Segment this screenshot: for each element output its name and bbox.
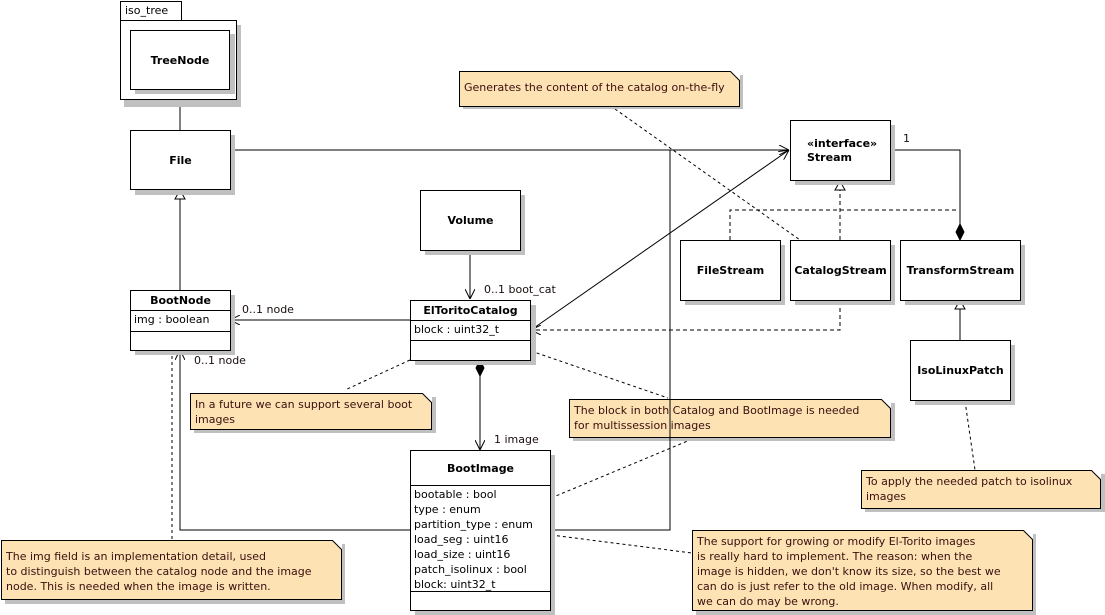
note-text: To apply the needed patch to isolinux [866,475,1073,488]
label-node-catalog: 0..1 node [242,303,294,316]
class-name: FileStream [696,264,765,277]
note-text: is really hard to implement. The reason:… [697,550,973,563]
class-attributes: block : uint32_t [411,321,530,341]
stereotype: «interface» [807,136,878,150]
assoc-catalog-stream [530,150,789,331]
class-name: TransformStream [906,264,1015,277]
note-fold-icon [881,399,891,409]
class-name: Stream [807,150,852,164]
note-text: The support for growing or modify El-Tor… [697,535,976,548]
gen-arrow-stream [834,179,846,191]
attribute: partition_type : enum [414,518,533,531]
class-bootnode[interactable]: BootNode img : boolean [130,290,231,351]
attribute: block: uint32_t [414,578,496,591]
note-text: images [195,413,235,426]
attribute: load_size : uint16 [414,548,511,561]
class-file[interactable]: File [130,130,231,190]
dep-catalogstream-catalog [531,301,841,330]
note-text: can do is just refer to the old image. W… [697,580,994,593]
class-name: CatalogStream [794,264,887,277]
attribute: img : boolean [134,313,210,326]
label-node-bootimage: 0..1 node [194,354,246,367]
attribute: type : enum [414,503,481,516]
label-image: 1 image [494,433,539,446]
comp-transform-stream [871,150,961,224]
class-attributes: bootable : bool type : enum partition_ty… [411,486,550,592]
class-name: IsoLinuxPatch [917,364,1004,377]
note-text: image is hidden, we don't know its size,… [697,565,1001,578]
class-filestream[interactable]: FileStream [680,240,781,301]
note-fold-icon [730,71,740,81]
class-isolinuxpatch[interactable]: IsoLinuxPatch [910,340,1011,401]
class-volume[interactable]: Volume [420,190,521,251]
package-tab: iso_tree [120,1,182,21]
assoc-bootimage-bootnode [180,350,410,531]
class-treenode[interactable]: TreeNode [130,30,230,90]
note-text: Generates the content of the catalog on-… [464,81,725,94]
class-eltoritocatalog[interactable]: ElToritoCatalog block : uint32_t [410,300,531,361]
attribute: patch_isolinux : bool [414,563,527,576]
class-bootimage[interactable]: BootImage bootable : bool type : enum pa… [410,450,551,611]
class-name: Volume [447,214,494,227]
note-fold-icon [422,393,432,403]
real-filestream-stream [729,209,957,240]
note-text: The block in both Catalog and BootImage … [574,404,860,417]
note-fold-icon [1023,530,1033,540]
note-future[interactable]: In a future we can support several boot … [190,393,432,430]
class-catalogstream[interactable]: CatalogStream [790,240,891,301]
note-img-field[interactable]: The img field is an implementation detai… [1,540,342,600]
note-text: images [866,490,906,503]
note-text: In a future we can support several boot [195,398,413,411]
note-fold-icon [1091,470,1101,480]
class-name: BootNode [131,291,230,311]
note-fold-icon [332,540,342,550]
note-block[interactable]: The block in both Catalog and BootImage … [569,399,891,438]
note-text: node. This is needed when the image is w… [6,580,271,593]
class-name: File [169,153,192,167]
class-attributes: img : boolean [131,311,230,332]
note-link-block-bootimage [550,439,691,499]
class-name: BootImage [411,451,550,486]
label-stream-multiplicity: 1 [903,132,910,145]
note-text: to distinguish between the catalog node … [6,565,312,578]
note-text: The img field is an implementation detai… [6,550,266,563]
note-link-block-catalog [530,350,669,399]
label-boot-cat: 0..1 boot_cat [484,283,556,296]
note-support[interactable]: The support for growing or modify El-Tor… [692,530,1033,611]
interface-stream[interactable]: «interface» Stream [790,120,891,181]
note-isolinux[interactable]: To apply the needed patch to isolinux im… [861,470,1101,509]
note-text: for multissession images [574,419,711,432]
note-text: we can do may be wrong. [697,595,839,608]
note-link-onthefly [614,108,801,241]
package-name: iso_tree [125,4,169,17]
note-on-the-fly[interactable]: Generates the content of the catalog on-… [459,71,740,107]
attribute: bootable : bool [414,488,497,501]
attribute: block : uint32_t [414,323,500,336]
class-transformstream[interactable]: TransformStream [900,240,1021,301]
assoc-file-bootimage [550,150,671,531]
attribute: load_seg : uint16 [414,533,509,546]
class-name: TreeNode [150,53,210,67]
class-name: ElToritoCatalog [411,301,530,321]
